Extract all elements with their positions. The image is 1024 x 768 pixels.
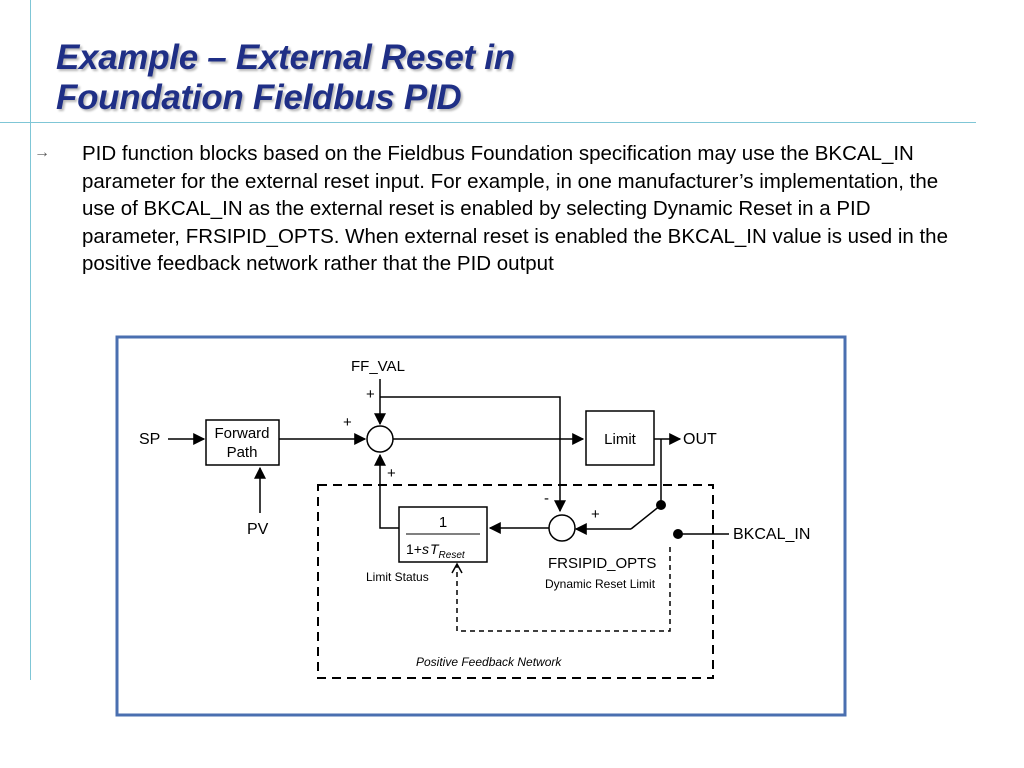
sum2-plus: + (591, 506, 600, 523)
out-label: OUT (683, 431, 717, 448)
summing-junction-1 (366, 425, 394, 453)
frsipid-opts-label: FRSIPID_OPTS (548, 555, 656, 572)
bkcal-contact-dot (673, 529, 683, 539)
sum1-plus-ff: + (366, 386, 375, 403)
sum2-minus: - (544, 490, 549, 507)
summing-junction-2 (548, 514, 576, 542)
limit-status-label: Limit Status (366, 570, 429, 584)
ff-val-label: FF_VAL (351, 358, 405, 375)
bullet-text: PID function blocks based on the Fieldbu… (82, 142, 948, 275)
slide-title: Example – External Reset in Foundation F… (56, 38, 515, 118)
positive-feedback-network-label: Positive Feedback Network (416, 655, 562, 669)
limit-status-arrowhead (451, 562, 463, 574)
left-accent-line (30, 0, 31, 680)
forward-path-label-2: Path (227, 444, 258, 461)
bkcal-in-label: BKCAL_IN (733, 526, 810, 543)
feedback-network-boundary (317, 484, 714, 679)
tf-denominator: 1+sTReset (406, 541, 466, 561)
tf-s: s (422, 541, 429, 557)
pv-label: PV (247, 521, 269, 538)
tf-t: T (430, 541, 440, 557)
title-divider-line (0, 122, 976, 123)
limit-label: Limit (604, 431, 637, 448)
dynamic-reset-limit-label: Dynamic Reset Limit (545, 577, 656, 591)
slide-title-line2: Foundation Fieldbus PID (56, 78, 462, 117)
ff-to-sum2-line (380, 396, 566, 513)
tf-prefix: 1+ (406, 541, 422, 557)
forward-path-block (205, 419, 280, 466)
forward-path-label-1: Forward (214, 425, 269, 442)
sp-label: SP (139, 431, 160, 448)
right-arrow-icon: → (34, 144, 50, 161)
tf-subscript: Reset (439, 550, 466, 561)
filter-to-sum1-arrow (374, 453, 399, 529)
sum1-plus-sp: + (343, 414, 352, 431)
limit-status-dashed-line (456, 547, 671, 632)
limit-block (585, 410, 655, 466)
slide-title-line1: Example – External Reset in (56, 38, 515, 77)
tf-numerator: 1 (439, 514, 447, 531)
switch-arm (630, 504, 662, 530)
sum1-plus-fb: + (387, 465, 396, 482)
pid-block-diagram: SP Forward Path PV + FF_VAL + Limit OUT … (115, 335, 847, 717)
